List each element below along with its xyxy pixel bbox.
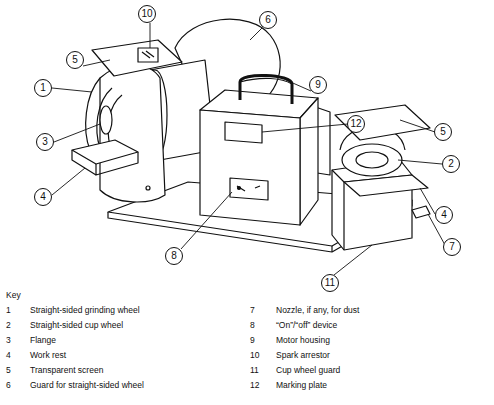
callout-number: 10 <box>141 9 152 19</box>
key-text: Cup wheel guard <box>276 366 340 375</box>
key-text: Flange <box>30 336 56 345</box>
callout-circle: 10 <box>138 5 156 23</box>
callout-number: 5 <box>440 127 446 137</box>
callout-circle: 8 <box>165 247 183 265</box>
key-number: 11 <box>250 366 259 375</box>
key-heading: Key <box>6 291 21 300</box>
key-text: Straight-sided cup wheel <box>30 321 123 330</box>
key-number: 2 <box>6 321 11 330</box>
key-number: 5 <box>6 366 11 375</box>
callout-circle: 7 <box>443 238 461 256</box>
callout-number: 7 <box>449 242 455 252</box>
key-number: 4 <box>6 351 11 360</box>
key-number: 10 <box>250 351 259 360</box>
callout-number: 6 <box>265 15 271 25</box>
key-text: Straight-sided grinding wheel <box>30 306 140 315</box>
key-text: Motor housing <box>276 336 330 345</box>
callout-number: 8 <box>171 251 177 261</box>
callout-circle: 4 <box>435 206 453 224</box>
key-text: Marking plate <box>276 381 327 390</box>
key-number: 6 <box>6 381 11 390</box>
callout-number: 11 <box>325 278 335 288</box>
callout-number: 4 <box>40 192 46 202</box>
callout-circle: 5 <box>66 51 84 69</box>
key-number: 7 <box>250 306 255 315</box>
callout-number: 1 <box>40 83 46 93</box>
callout-circle: 5 <box>434 123 452 141</box>
callout-circle: 12 <box>347 115 365 133</box>
key-text: Transparent screen <box>30 366 103 375</box>
callout-number: 2 <box>448 159 454 169</box>
callout-circle: 6 <box>259 11 277 29</box>
callout-circle: 3 <box>36 133 54 151</box>
callout-number: 9 <box>315 80 321 90</box>
key-text: Spark arrestor <box>276 351 330 360</box>
callout-number: 12 <box>350 119 361 129</box>
key-number: 9 <box>250 336 255 345</box>
callout-number: 4 <box>441 210 447 220</box>
key-number: 3 <box>6 336 11 345</box>
key-text: Work rest <box>30 351 66 360</box>
callout-circle: 9 <box>309 76 327 94</box>
key-number: 1 <box>6 306 11 315</box>
callout-circle: 2 <box>442 155 460 173</box>
callout-number: 5 <box>72 55 78 65</box>
key-number: 12 <box>250 381 259 390</box>
callout-number: 3 <box>42 137 48 147</box>
callout-circle: 11 <box>321 274 339 292</box>
key-number: 8 <box>250 321 255 330</box>
key-text: Guard for straight-sided wheel <box>30 381 144 390</box>
key-text: “On”/“off” device <box>276 321 337 330</box>
callout-circle: 1 <box>34 79 52 97</box>
key-text: Nozzle, if any, for dust <box>276 306 359 315</box>
callout-circle: 4 <box>34 188 52 206</box>
